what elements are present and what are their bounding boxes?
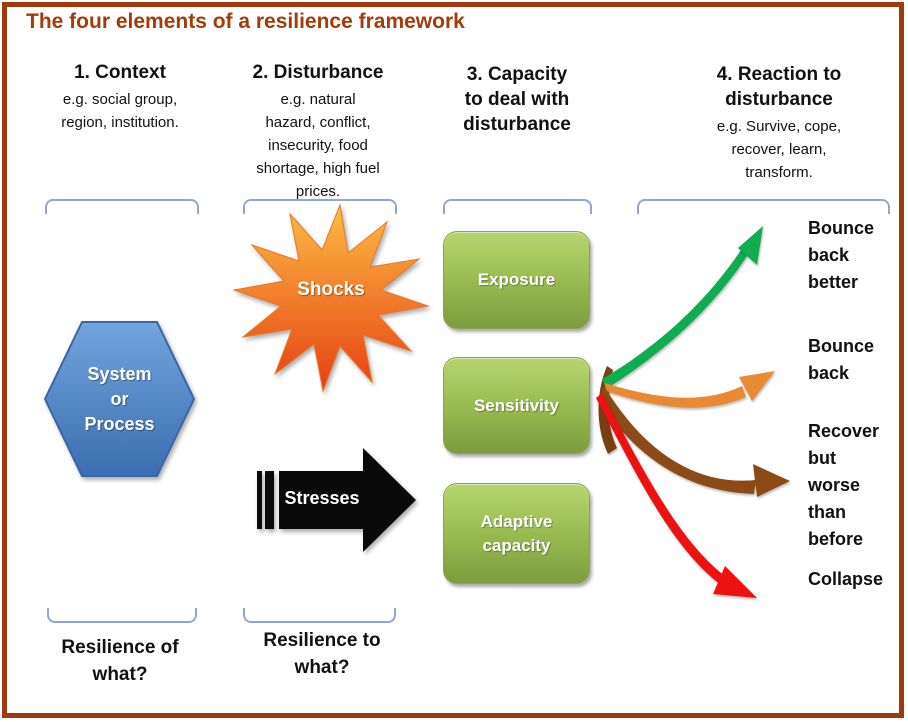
top-bracket-disturbance	[243, 199, 397, 214]
outcome-label-bounce-back-better: Bounce back better	[808, 218, 875, 292]
outcome-arrowhead-bounce-back	[739, 371, 775, 401]
shocks-label: Shocks	[297, 279, 365, 300]
stresses-arrow-body	[279, 448, 416, 552]
column-heading-disturbance: 2. Disturbance e.g. natural hazard, conf…	[233, 60, 403, 203]
system-hexagon-shape	[43, 321, 196, 477]
outcome-arrowhead-collapse	[713, 566, 757, 598]
heading-context-example: e.g. social group, region, institution.	[61, 91, 179, 131]
outcome-arrowhead-recover-worse	[753, 464, 790, 497]
outcome-arrow-bounce-back	[605, 383, 746, 408]
capacity-box-adaptive-capacity-label: Adaptive capacity	[480, 511, 553, 555]
column-heading-reaction: 4. Reaction to disturbance e.g. Survive,…	[669, 62, 889, 184]
top-bracket-capacity	[443, 199, 592, 214]
capacity-box-sensitivity: Sensitivity	[443, 357, 590, 454]
capacity-box-sensitivity-label: Sensitivity	[473, 395, 560, 415]
outcome-arrow-bounce-back-better	[602, 250, 747, 389]
stresses-label: Stresses	[284, 488, 360, 508]
page-title: The four elements of a resilience framew…	[26, 10, 465, 33]
column-heading-context: 1. Context e.g. social group, region, in…	[30, 60, 210, 134]
heading-disturbance-example: e.g. natural hazard, conflict, insecurit…	[256, 91, 380, 200]
bottom-bracket-context	[47, 608, 197, 623]
capacity-box-exposure-label: Exposure	[477, 270, 556, 289]
question-resilience-to-what: Resilience to what?	[263, 630, 381, 678]
outcome-label-bounce-back: Bounce back	[808, 336, 875, 383]
top-bracket-reaction	[637, 199, 890, 214]
stresses-arrow-shape	[257, 448, 416, 552]
stresses-stripe-1	[257, 471, 262, 529]
heading-capacity: 3. Capacity to deal with disturbance	[463, 64, 571, 135]
capacity-box-exposure: Exposure	[443, 231, 590, 329]
question-resilience-of-what: Resilience of what?	[61, 637, 179, 685]
heading-disturbance: 2. Disturbance	[252, 62, 384, 83]
stresses-stripe-2	[265, 471, 274, 529]
outcome-arrow-recover-worse	[598, 386, 756, 494]
capacity-box-adaptive-capacity: Adaptive capacity	[443, 483, 590, 584]
outcome-arrowhead-bounce-back-better	[738, 226, 763, 265]
column-heading-capacity: 3. Capacity to deal with disturbance	[432, 62, 602, 137]
heading-context: 1. Context	[74, 62, 166, 83]
top-bracket-context	[45, 199, 199, 214]
outcome-label-collapse: Collapse	[808, 569, 884, 589]
bottom-bracket-disturbance	[243, 608, 396, 623]
heading-reaction-example: e.g. Survive, cope, recover, learn, tran…	[716, 118, 842, 181]
outcome-arrow-collapse	[596, 393, 726, 585]
shocks-starburst-shape	[232, 203, 430, 393]
heading-reaction: 4. Reaction to disturbance	[716, 64, 842, 110]
outcome-label-recover-worse: Recover but worse than before	[808, 421, 880, 549]
system-hexagon-label: System or Process	[84, 364, 155, 434]
